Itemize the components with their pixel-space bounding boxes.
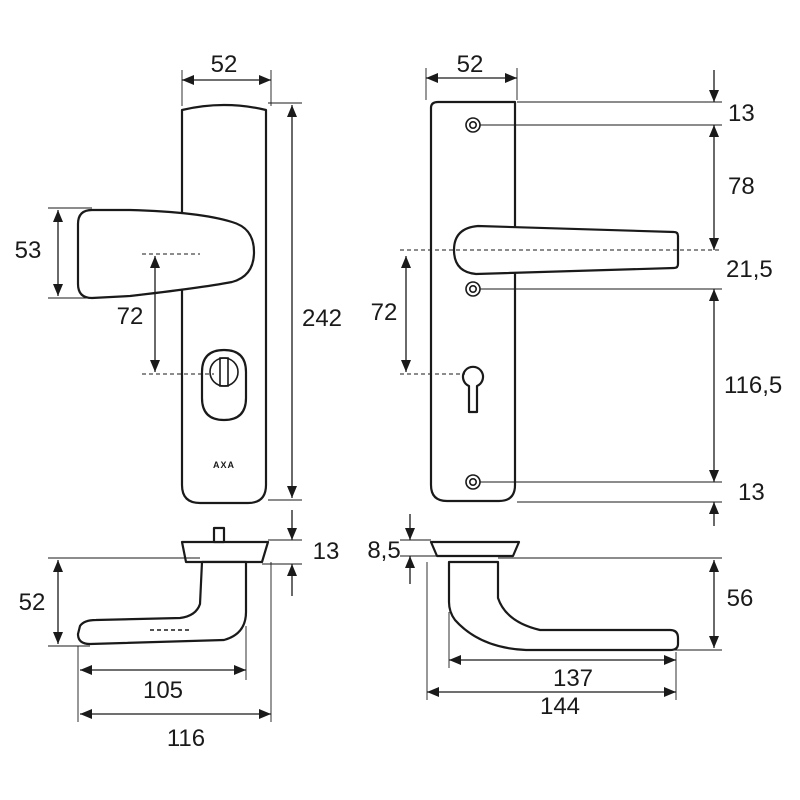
left-backplate <box>180 103 268 505</box>
right-cylinder-hole <box>461 365 485 414</box>
right-side-lever <box>447 560 680 652</box>
right-dim-width: 52 <box>457 51 484 78</box>
left-side-knob <box>76 560 248 646</box>
right-dim-top-screw: 13 <box>728 100 755 127</box>
left-dim-thickness: 13 <box>313 538 340 565</box>
left-dim-reach: 105 <box>143 677 183 704</box>
right-side-rose <box>429 540 521 558</box>
right-dim-reach: 137 <box>553 665 593 692</box>
right-dim-overall: 144 <box>540 693 580 720</box>
left-dim-overall: 116 <box>167 725 205 752</box>
left-dim-knob-height: 53 <box>15 237 42 264</box>
left-dim-spindle-cylinder: 72 <box>117 303 144 330</box>
right-dim-screw-screw: 116,5 <box>724 372 782 399</box>
left-dim-projection: 52 <box>19 589 46 616</box>
right-dim-bottom-screw: 13 <box>738 479 765 506</box>
left-view: AXA 52 53 72 2 <box>15 51 342 752</box>
left-side-spindle-tab <box>212 526 226 544</box>
right-lever <box>452 224 680 276</box>
right-dim-screw-spindle: 78 <box>728 173 755 200</box>
right-dim-projection: 56 <box>727 585 754 612</box>
left-cylinder-rosette <box>200 348 248 422</box>
right-dim-spindle-cylinder: 72 <box>371 299 398 326</box>
right-backplate <box>429 100 517 503</box>
left-dim-width: 52 <box>211 51 238 78</box>
brand-logo: AXA <box>213 460 235 470</box>
right-view: 52 13 78 21,5 72 116,5 13 8,5 56 137 144 <box>367 51 782 720</box>
left-dim-plate-height: 242 <box>302 305 342 332</box>
left-side-rose <box>180 540 270 564</box>
left-cylinder-slot <box>219 357 229 387</box>
right-dim-spindle-screw: 21,5 <box>726 256 773 283</box>
right-dim-rose-thickness: 8,5 <box>367 537 400 564</box>
